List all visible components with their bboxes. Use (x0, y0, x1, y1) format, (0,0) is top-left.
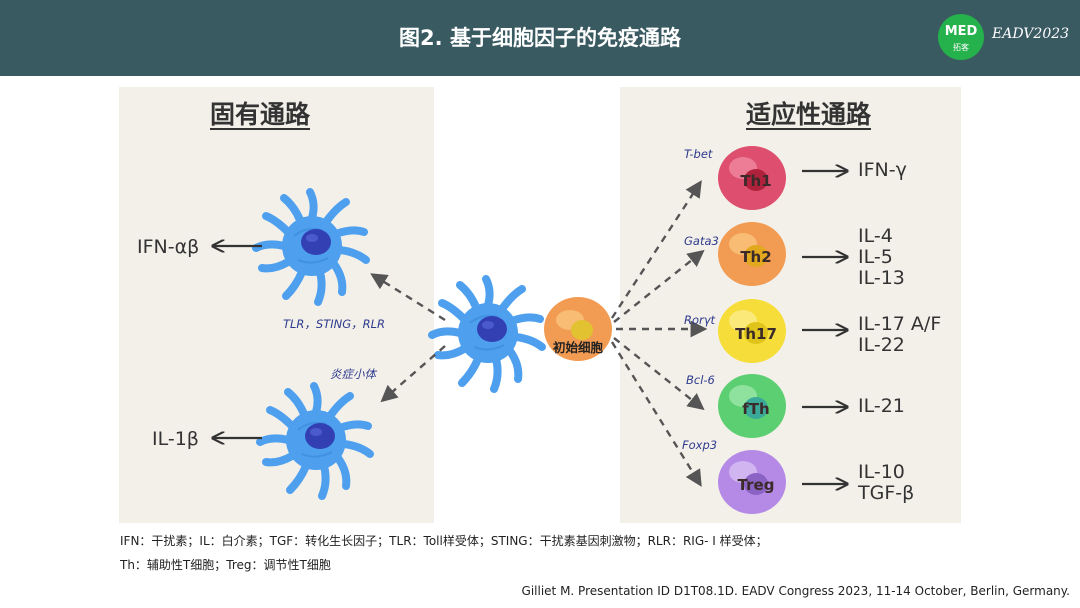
adaptive-panel (620, 87, 961, 523)
dendritic-cell-center (432, 279, 542, 389)
inflammasome-label: 炎症小体 (330, 367, 376, 381)
treg-cell: Treg (718, 450, 786, 514)
header-bar: 图2. 基于细胞因子的免疫通路 MED 拓客 EADV2023 (0, 0, 1080, 76)
il1b-output: IL-1β (152, 428, 199, 450)
arrow-to-bottom-dc (380, 345, 446, 403)
th2-label: Th2 (740, 248, 771, 266)
th1-cell: Th1 (718, 146, 786, 210)
th17-output-2: IL-22 (858, 334, 905, 356)
ifn-ab-output: IFN-αβ (137, 236, 200, 258)
med-logo: MED 拓客 (938, 14, 984, 60)
innate-panel (119, 87, 434, 523)
treg-output-1: IL-10 (858, 461, 905, 483)
page-title: 图2. 基于细胞因子的免疫通路 (399, 26, 681, 50)
th2-output-3: IL-13 (858, 267, 905, 289)
dendritic-cell-bottom (260, 386, 370, 496)
naive-cell-label: 初始细胞 (553, 340, 604, 355)
arrow-to-th2 (613, 249, 705, 323)
th17-output-1: IL-17 A/F (858, 313, 942, 335)
arrow-to-th1 (610, 180, 702, 319)
adaptive-title: 适应性通路 (746, 100, 872, 129)
treg-output-2: TGF-β (858, 482, 915, 504)
innate-title: 固有通路 (210, 100, 311, 129)
dendritic-cell-top (256, 192, 366, 302)
tf-th17: Rorγt (684, 313, 716, 327)
arrow-to-fth (613, 337, 705, 411)
footnote-line-2: Th：辅助性T细胞；Treg：调节性T细胞 (120, 558, 331, 572)
arrow-to-top-dc (370, 273, 446, 322)
tf-fth: Bcl-6 (686, 373, 715, 387)
tf-treg: Foxp3 (682, 438, 718, 452)
event-label: EADV2023 (992, 26, 1070, 42)
receptors-label: TLR，STING，RLR (283, 317, 386, 331)
citation: Gilliet M. Presentation ID D1T08.1D. EAD… (521, 584, 1070, 598)
tf-th2: Gata3 (684, 234, 719, 248)
treg-label: Treg (738, 476, 775, 494)
th17-cell: Th17 (718, 299, 786, 363)
logo-main-text: MED (944, 24, 978, 39)
th17-label: Th17 (735, 325, 777, 343)
th2-output-1: IL-4 (858, 225, 893, 247)
arrow-to-treg (610, 341, 702, 487)
logo-sub-text: 拓客 (953, 43, 969, 52)
naive-cell (544, 297, 612, 361)
th1-label: Th1 (740, 172, 771, 190)
fth-label: fTh (742, 400, 769, 418)
fth-cell: fTh (718, 374, 786, 438)
tf-th1: T-bet (684, 147, 713, 161)
th2-cell: Th2 (718, 222, 786, 286)
fth-output-1: IL-21 (858, 395, 905, 417)
footnote-line-1: IFN：干扰素；IL：白介素；TGF：转化生长因子；TLR：Toll样受体；ST… (120, 534, 768, 548)
th2-output-2: IL-5 (858, 246, 893, 268)
th1-output-1: IFN-γ (858, 159, 907, 181)
